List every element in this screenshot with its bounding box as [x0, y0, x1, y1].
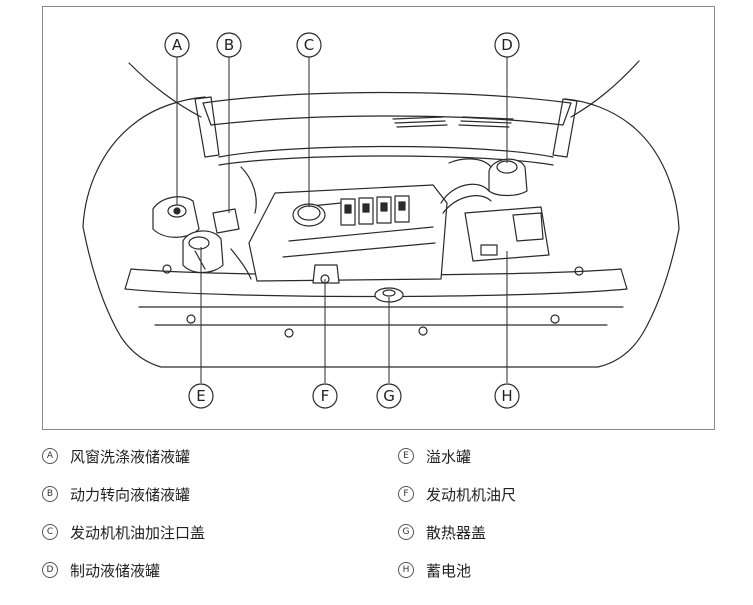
legend-badge-c: C	[42, 524, 58, 540]
callout-d: D	[494, 32, 520, 58]
legend-item-g: G 散热器盖	[398, 520, 486, 544]
engine-bay-figure: A B C D E F G	[42, 6, 715, 430]
legend-item-d: D 制动液储液罐	[42, 558, 160, 582]
legend-badge-f: F	[398, 486, 414, 502]
svg-text:D: D	[501, 36, 513, 54]
air-intake-hose	[440, 183, 490, 204]
legend-label-e: 溢水罐	[426, 447, 472, 466]
svg-text:H: H	[501, 387, 512, 405]
legend-item-e: E 溢水罐	[398, 444, 471, 468]
legend-badge-e: E	[398, 448, 414, 464]
component-legend: A 风窗洗涤液储液罐 B 动力转向液储液罐 C 发动机机油加注口盖 D 制动液储…	[42, 440, 732, 600]
legend-label-c: 发动机机油加注口盖	[70, 523, 206, 542]
power-steering-reservoir	[212, 208, 240, 234]
legend-item-b: B 动力转向液储液罐	[42, 482, 190, 506]
svg-text:F: F	[321, 387, 330, 405]
svg-text:E: E	[196, 387, 205, 405]
hood-right-edge	[570, 60, 640, 118]
legend-item-f: F 发动机机油尺	[398, 482, 516, 506]
svg-text:G: G	[383, 387, 395, 405]
cowl	[202, 91, 572, 126]
legend-badge-d: D	[42, 562, 58, 578]
legend-label-g: 散热器盖	[426, 523, 487, 542]
cowl-vent-right	[458, 116, 514, 128]
svg-text:A: A	[172, 36, 183, 54]
legend-label-d: 制动液储液罐	[70, 561, 161, 580]
legend-label-h: 蓄电池	[426, 561, 472, 580]
svg-text:C: C	[304, 36, 314, 54]
dipstick-handle	[312, 264, 340, 284]
legend-badge-h: H	[398, 562, 414, 578]
legend-label-b: 动力转向液储液罐	[70, 485, 191, 504]
body-outline	[82, 226, 680, 368]
callout-g: G	[376, 383, 402, 409]
strut-brace	[218, 145, 554, 158]
svg-text:B: B	[224, 36, 234, 54]
left-fender	[82, 96, 206, 228]
legend-badge-g: G	[398, 524, 414, 540]
right-strut	[552, 98, 578, 158]
callout-b: B	[216, 32, 242, 58]
legend-item-c: C 发动机机油加注口盖	[42, 520, 205, 544]
hood-left-edge	[128, 62, 202, 118]
callout-c: C	[296, 32, 322, 58]
engine-bay-diagram: A B C D E F G	[82, 32, 680, 409]
legend-badge-a: A	[42, 448, 58, 464]
callout-f: F	[312, 383, 338, 409]
legend-item-a: A 风窗洗涤液储液罐	[42, 444, 190, 468]
legend-badge-b: B	[42, 486, 58, 502]
legend-label-a: 风窗洗涤液储液罐	[70, 447, 191, 466]
right-fender	[564, 98, 680, 230]
legend-item-h: H 蓄电池	[398, 558, 471, 582]
left-strut	[194, 96, 220, 158]
callout-h: H	[494, 383, 520, 409]
cowl-vent-left	[392, 116, 448, 128]
callout-a: A	[164, 32, 190, 58]
legend-label-f: 发动机机油尺	[426, 485, 517, 504]
callout-e: E	[188, 383, 214, 409]
